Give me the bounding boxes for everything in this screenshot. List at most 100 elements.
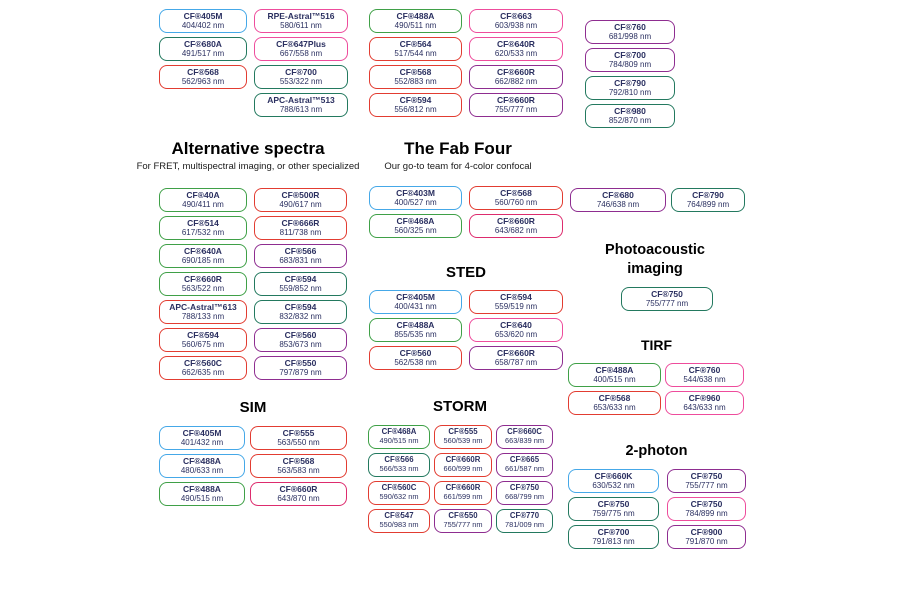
dye-wavelengths: 662/635 nm (181, 368, 225, 378)
photoacoustic-title-line2: imaging (627, 260, 683, 277)
dye-name: CF®663 (500, 10, 532, 21)
dye-name: CF®790 (692, 189, 724, 200)
section-title-photoacoustic: Photoacoustic imaging (580, 241, 730, 279)
dye-name: CF®960 (688, 392, 721, 403)
dye-wavelengths: 560/760 nm (494, 198, 538, 208)
section-title-tirf: TIRF (640, 337, 673, 353)
section-subtitle-fab-four: Our go-to team for 4-color confocal (384, 161, 532, 172)
dye-name: CF®660R (497, 215, 535, 226)
dye-wavelengths: 550/983 nm (379, 520, 419, 530)
dye-wavelengths: 755/777 nm (494, 105, 538, 115)
dye-wavelengths: 643/682 nm (494, 226, 538, 236)
dye-name: CF®700 (614, 49, 646, 60)
dye-name: CF®700 (285, 66, 317, 77)
dye-wavelengths: 590/632 nm (379, 492, 419, 502)
dye-wavelengths: 759/775 nm (592, 509, 635, 519)
dye-name: APC-Astral™613 (169, 301, 237, 312)
dye-wavelengths: 832/832 nm (279, 312, 322, 322)
dye-wavelengths: 563/522 nm (181, 284, 225, 294)
dye-wavelengths: 663/839 nm (504, 436, 545, 446)
dye-wavelengths: 560/325 nm (394, 226, 437, 236)
dye-wavelengths: 401/432 nm (180, 438, 224, 448)
dye-name: CF®500R (281, 189, 320, 200)
dye-name: CF®550 (284, 357, 317, 368)
dye-wavelengths: 662/882 nm (494, 77, 538, 87)
photoacoustic-title-line1: Photoacoustic (605, 242, 705, 258)
dye-name: CF®647Plus (276, 38, 326, 49)
dye-name: CF®750 (597, 498, 630, 509)
dye-wavelengths: 490/411 nm (182, 200, 224, 210)
dye-wavelengths: 755/777 nm (443, 520, 483, 530)
dye-name: CF®594 (284, 273, 317, 284)
dye-name: CF®488A (183, 483, 221, 494)
dye-wavelengths: 788/133 nm (181, 312, 225, 322)
dye-name: CF®547 (384, 511, 414, 521)
dye-name: CF®403M (396, 187, 435, 198)
dye-name: RPE-Astral™516 (267, 10, 335, 21)
dye-wavelengths: 490/515 nm (180, 494, 224, 504)
dye-wavelengths: 490/515 nm (379, 436, 419, 446)
dye-wavelengths: 792/810 nm (608, 88, 652, 98)
dye-name: CF®660R (445, 483, 481, 493)
dye-wavelengths: 755/777 nm (685, 481, 728, 491)
dye-name: CF®568 (500, 187, 532, 198)
dye-wavelengths: 563/550 nm (277, 438, 320, 448)
dye-name: CF®568 (598, 392, 631, 403)
dye-name: CF®660R (497, 66, 535, 77)
dye-name: CF®488A (396, 10, 435, 21)
dye-name: CF®980 (614, 105, 646, 116)
dye-wavelengths: 784/809 nm (608, 60, 652, 70)
dye-name: CF®660R (497, 94, 535, 105)
dye-wavelengths: 667/558 nm (279, 49, 323, 59)
dye-name: CF®760 (688, 364, 721, 375)
dye-name: CF®560 (399, 347, 432, 358)
dye-wavelengths: 562/963 nm (181, 77, 225, 87)
dye-wavelengths: 630/532 nm (592, 481, 635, 491)
dye-wavelengths: 562/538 nm (394, 358, 437, 368)
